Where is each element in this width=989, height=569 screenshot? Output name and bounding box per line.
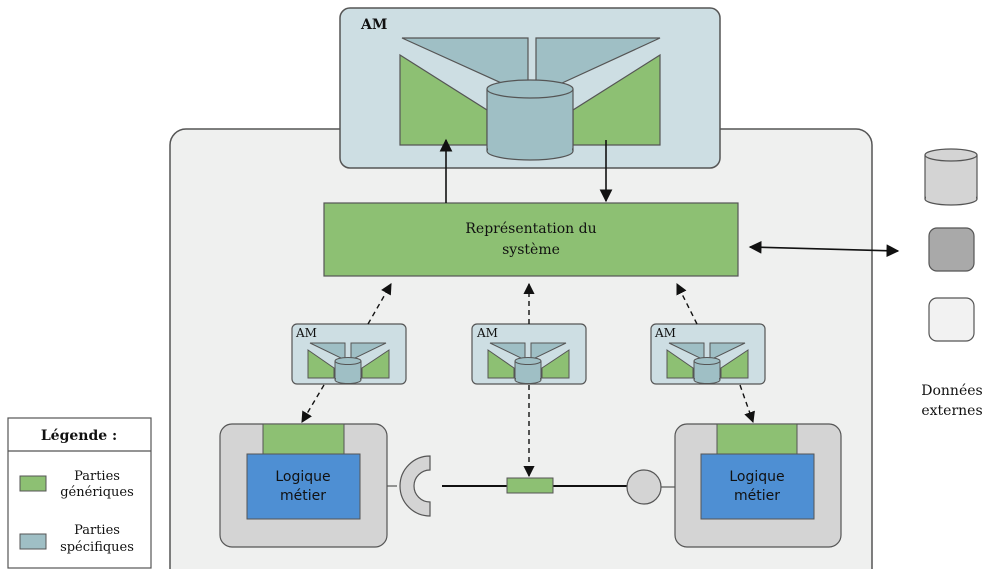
small-am-center: AM xyxy=(471,323,587,385)
legend-generic-line1: Parties xyxy=(74,469,120,484)
top-am-specific-left xyxy=(401,37,529,96)
right-component-line1: Logique xyxy=(729,469,784,485)
small-am-right-label: AM xyxy=(654,326,676,340)
dashed-arrow-right-down xyxy=(739,384,755,424)
small-am-left-database-icon xyxy=(334,357,362,384)
dashed-arrow-left-down xyxy=(301,384,325,423)
external-data-line1: Données xyxy=(921,383,982,399)
left-component: Logique métier xyxy=(219,423,388,548)
top-am-database-icon xyxy=(486,79,574,161)
ball-icon xyxy=(626,469,662,505)
system-representation-box xyxy=(323,202,739,277)
left-component-business-box xyxy=(246,453,361,520)
top-am: AM xyxy=(339,7,721,169)
right-component-business-box xyxy=(700,453,815,520)
legend-swatch-specific xyxy=(19,533,47,550)
top-am-label: AM xyxy=(360,17,387,33)
top-am-specific-right xyxy=(535,37,661,96)
right-component-line2: métier xyxy=(734,488,780,504)
small-am-left-label: AM xyxy=(295,326,317,340)
right-component: Logique métier xyxy=(674,423,842,548)
external-data-line2: externes xyxy=(921,403,982,419)
dashed-arrow-left-up xyxy=(367,283,392,325)
small-am-center-database-icon xyxy=(514,357,542,384)
socket-icon xyxy=(399,455,431,517)
connector-generic-part xyxy=(506,477,554,494)
legend-generic-line2: génériques xyxy=(60,485,134,500)
left-component-generic-part xyxy=(262,423,345,455)
legend-swatch-generic xyxy=(19,475,47,492)
arrow-external-data xyxy=(748,240,900,258)
system-representation-line2: système xyxy=(502,242,560,258)
external-data: Données externes xyxy=(921,148,983,419)
external-data-light-box xyxy=(928,297,975,342)
legend: Légende : Parties génériques Parties spé… xyxy=(7,417,152,569)
small-am-right: AM xyxy=(650,323,766,385)
small-am-left: AM xyxy=(291,323,407,385)
system-representation-line1: Représentation du xyxy=(465,221,596,237)
external-database-icon xyxy=(924,148,978,206)
left-component-line1: Logique xyxy=(275,469,330,485)
right-component-generic-part xyxy=(716,423,798,455)
legend-specific-line1: Parties xyxy=(74,523,120,538)
external-data-dark-box xyxy=(928,227,975,272)
legend-title: Légende : xyxy=(41,428,117,444)
legend-specific-line2: spécifiques xyxy=(60,540,134,555)
small-am-right-database-icon xyxy=(693,357,721,384)
small-am-center-label: AM xyxy=(476,326,498,340)
dashed-arrow-right-up xyxy=(676,282,698,325)
left-component-line2: métier xyxy=(280,488,326,504)
